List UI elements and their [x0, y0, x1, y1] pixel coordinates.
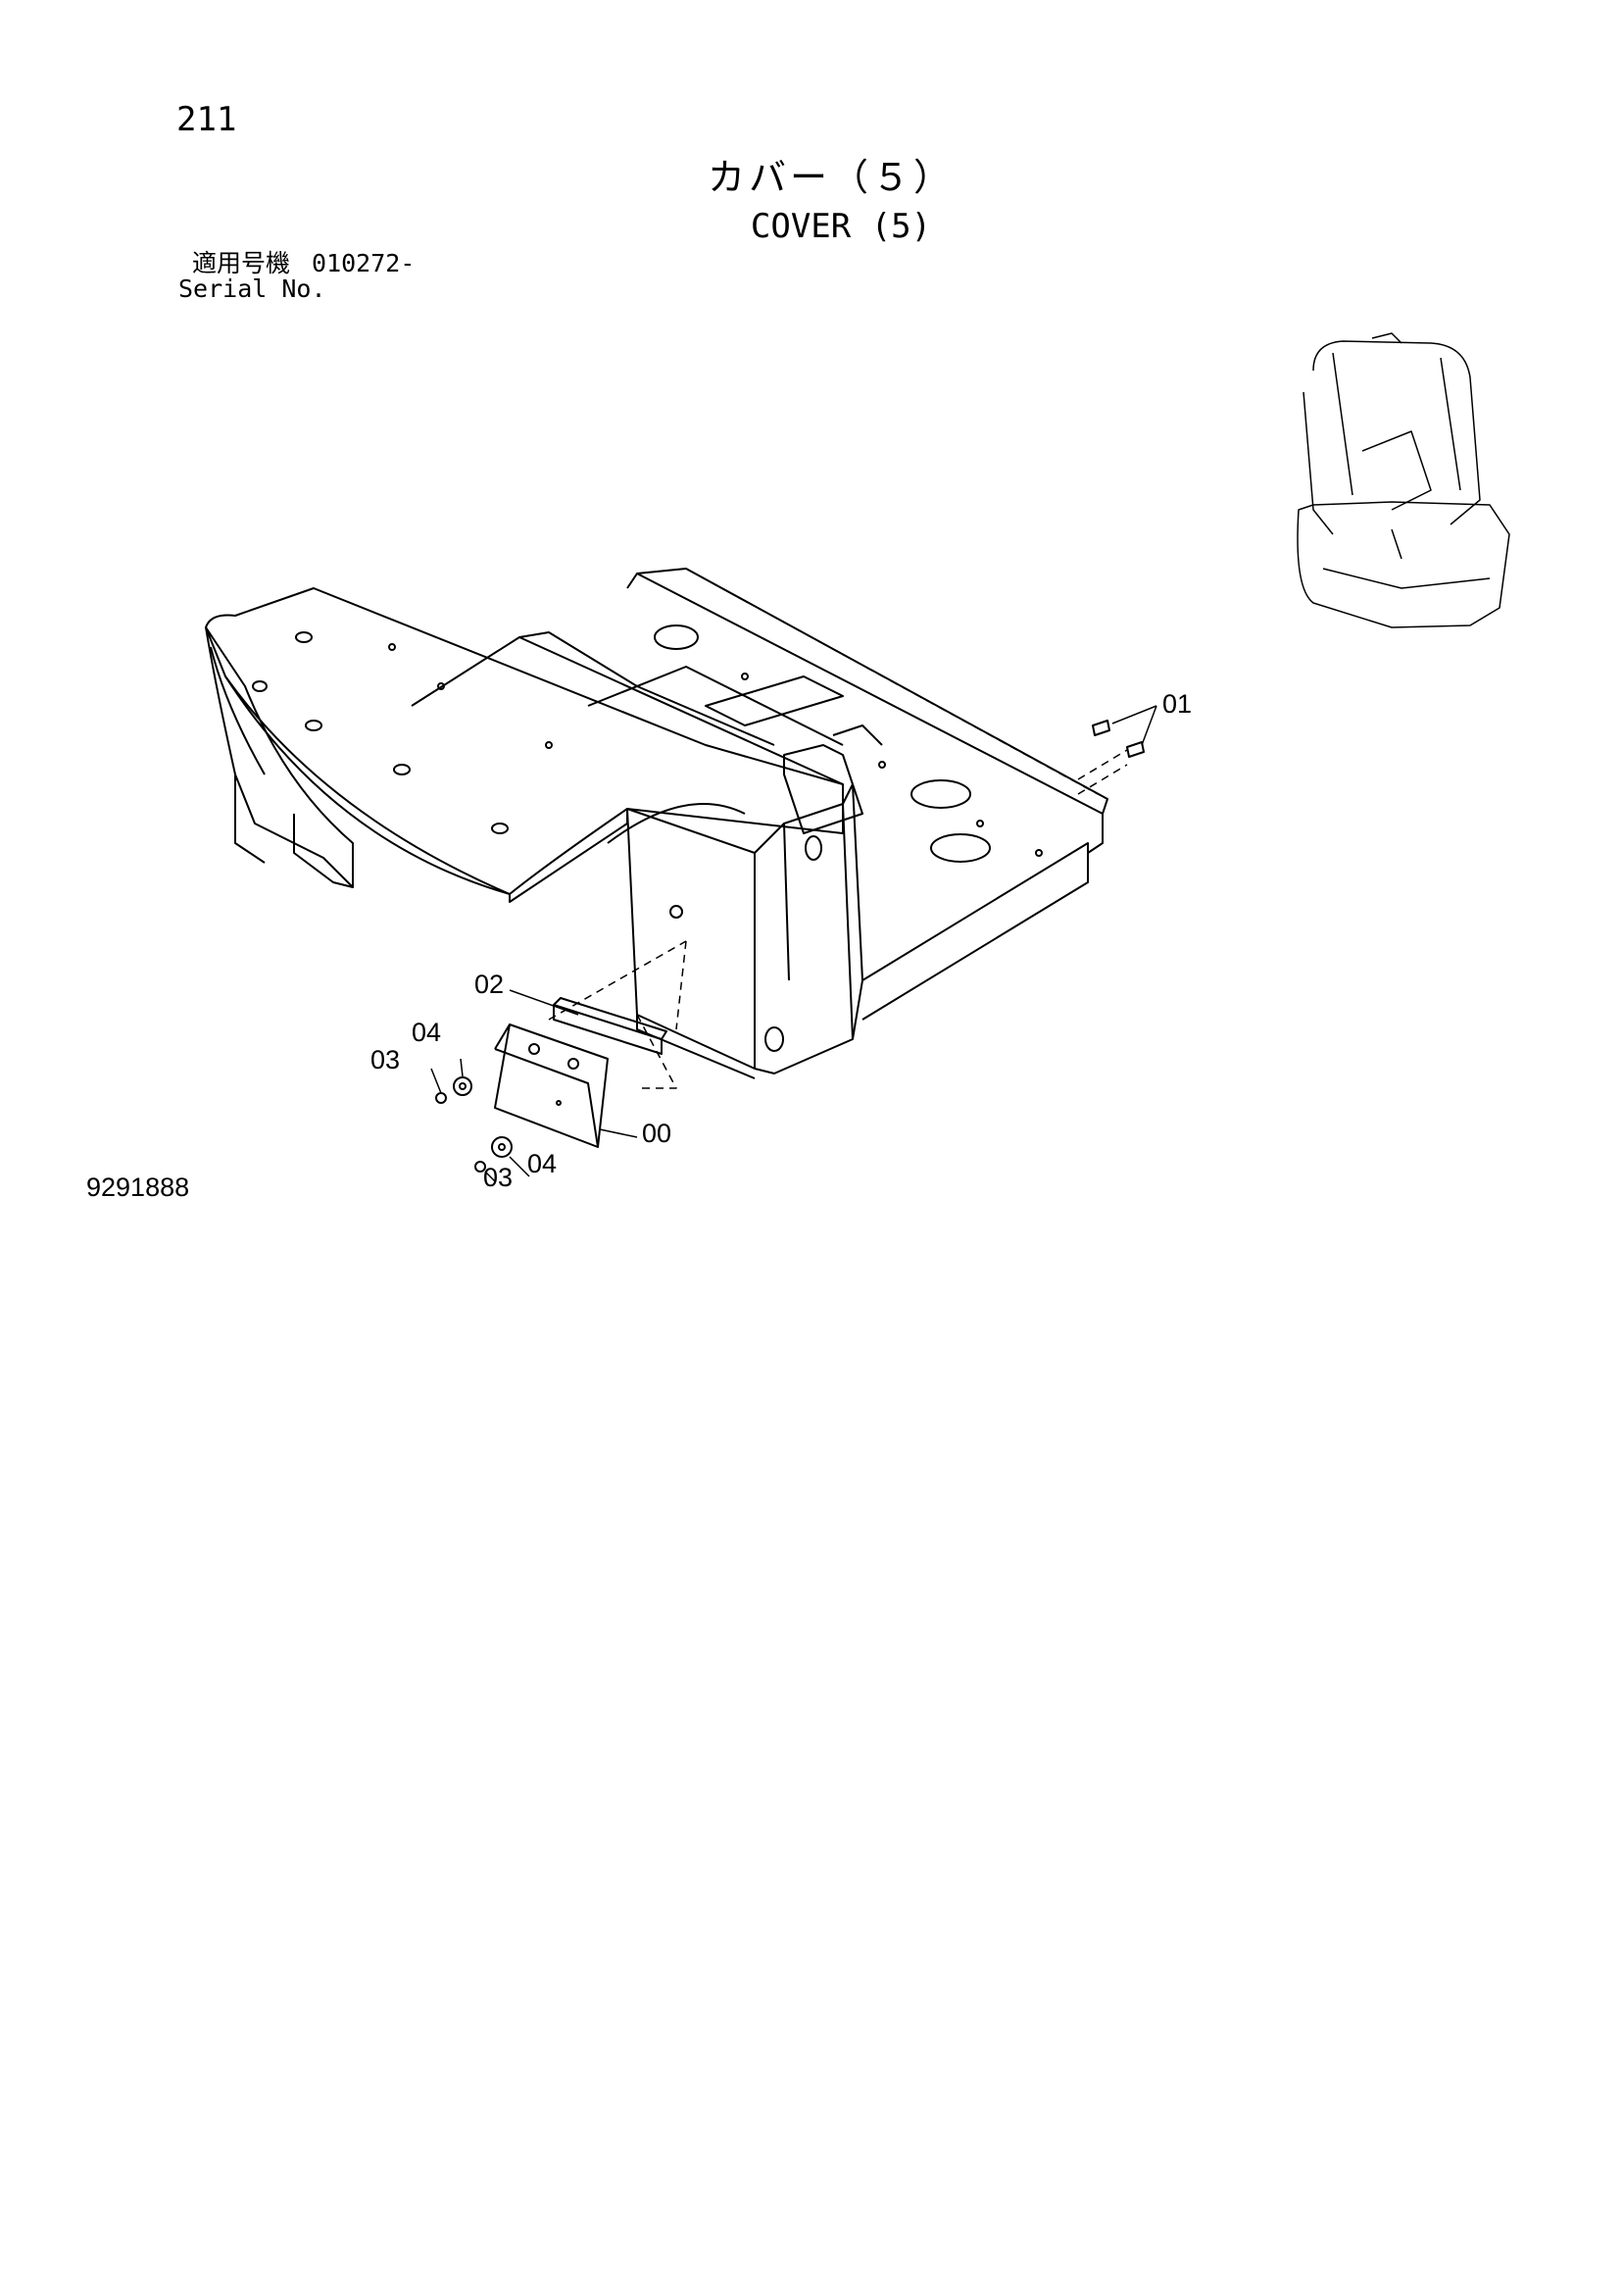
- frame-holes: [252, 624, 1043, 1052]
- callout-03-lower: 03: [483, 1163, 513, 1192]
- title-japanese: カバー（５）: [707, 156, 955, 199]
- part-03-nuts: [435, 1092, 486, 1173]
- serial-block: 適用号機 010272- Serial No.: [178, 251, 415, 302]
- page-number: 211: [176, 100, 237, 139]
- assembly-guide-lines: [548, 568, 1128, 1089]
- callout-04-lower: 04: [527, 1149, 557, 1178]
- callout-leaders: [430, 705, 1157, 1182]
- frame-main-platform: [411, 568, 1108, 854]
- frame-center-column: [607, 783, 1089, 1079]
- callout-00: 00: [642, 1119, 671, 1148]
- part-01-bolts: [1092, 720, 1145, 758]
- title-block: カバー（５） COVER (5): [0, 147, 1623, 246]
- figure-code: 9291888: [86, 1173, 190, 1202]
- title-english: COVER (5): [750, 207, 932, 246]
- part-00-cover-plate: [494, 1023, 609, 1148]
- callout-01: 01: [1162, 689, 1192, 719]
- part-04-washers: [453, 1076, 513, 1158]
- frame-left-platform: [205, 587, 844, 903]
- part-02-spacer-bar: [553, 997, 667, 1055]
- callout-02: 02: [474, 970, 504, 999]
- machine-overview-icon: [1297, 332, 1510, 628]
- serial-label-japanese: 適用号機: [192, 249, 291, 277]
- callout-03-upper: 03: [370, 1045, 400, 1074]
- serial-label-english: Serial No.: [178, 275, 326, 303]
- serial-value: 010272-: [312, 249, 416, 277]
- callout-04-upper: 04: [412, 1018, 441, 1047]
